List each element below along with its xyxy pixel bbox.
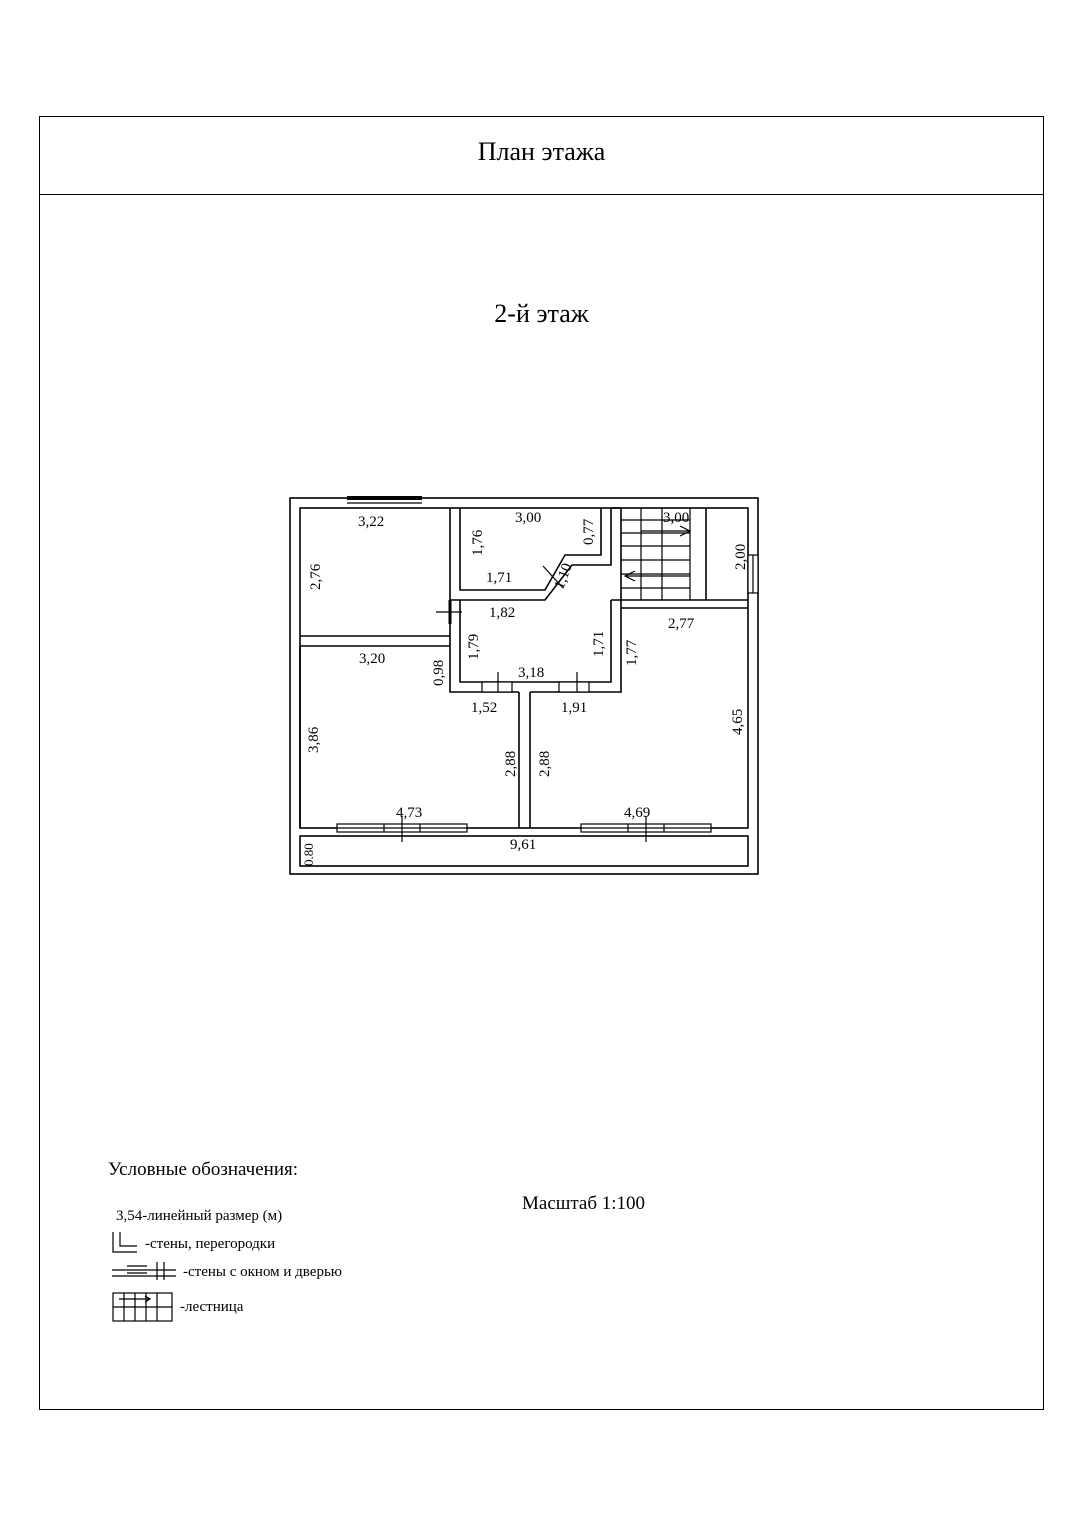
window [747,554,759,594]
dim-room2-step: 1,52 [471,700,497,716]
dim-room3-step: 1,91 [561,700,587,716]
legend-symbols: 3,54-линейный размер (м) -стены, перегор… [112,1208,342,1322]
partition-walls [299,507,748,828]
walls-symbol [112,1232,137,1253]
dim-room2-top: 3,20 [359,651,385,667]
scale-label: Масштаб 1:100 [522,1193,646,1214]
staircase [621,508,692,600]
dim-bath-right: 0,77 [581,518,597,545]
dim-hall-right: 1,71 [591,631,607,657]
legend-dimension: 3,54-линейный размер (м) [116,1208,282,1224]
dim-balcony-width: 0.80 [301,843,316,866]
outer-walls [289,497,759,875]
title-block: План этажа [40,117,1043,195]
document-title: План этажа [477,137,606,166]
floor-title: 2-й этаж [494,299,589,328]
drawing-frame: План этажа 2-й этаж Условные обозначения… [39,116,1044,1410]
dim-room2-bottom: 4,73 [396,805,422,821]
dim-room3-bottom: 4,69 [624,805,650,821]
dim-bath-diag: 1,10 [552,561,576,591]
dim-bath-top: 3,00 [515,510,541,526]
dim-stair-top: 3,00 [663,510,689,526]
stairs-symbol [112,1292,173,1322]
legend-walls: -стены, перегородки [145,1236,275,1252]
legend-title: Условные обозначения: [108,1159,299,1180]
window [347,496,422,504]
dim-hall-left: 1,79 [466,634,482,660]
dim-room1-top: 3,22 [358,514,384,530]
dim-room3-left: 1,77 [624,639,640,666]
dimension-labels: 3,22 2,76 3,00 1,76 1,71 0,77 1,10 3,00 … [301,510,749,866]
dim-hall-bottom: 3,18 [518,665,544,681]
legend-walls-window-door: -стены с окном и дверью [183,1264,342,1280]
dim-room3-top: 2,77 [668,616,695,632]
dim-balcony-length: 9,61 [510,837,536,853]
window [580,816,712,842]
legend-stairs: -лестница [180,1299,244,1315]
door [542,565,564,589]
dim-room3-right: 4,65 [730,709,746,735]
dim-room2-niche: 0,98 [431,660,447,686]
door [481,672,513,693]
window-door-symbol [112,1262,176,1280]
door [558,672,590,693]
dim-room2-partition: 2,88 [503,751,519,777]
dim-room3-partition: 2,88 [537,751,553,777]
door [436,600,462,624]
dim-hall-top: 1,82 [489,605,515,621]
dim-room1-left: 2,76 [308,563,324,590]
dim-room2-left: 3,86 [306,726,322,753]
dim-stair-right: 2,00 [733,544,749,570]
window [336,816,468,842]
dim-bath-left: 1,76 [470,529,486,556]
dim-bath-bottom: 1,71 [486,570,512,586]
